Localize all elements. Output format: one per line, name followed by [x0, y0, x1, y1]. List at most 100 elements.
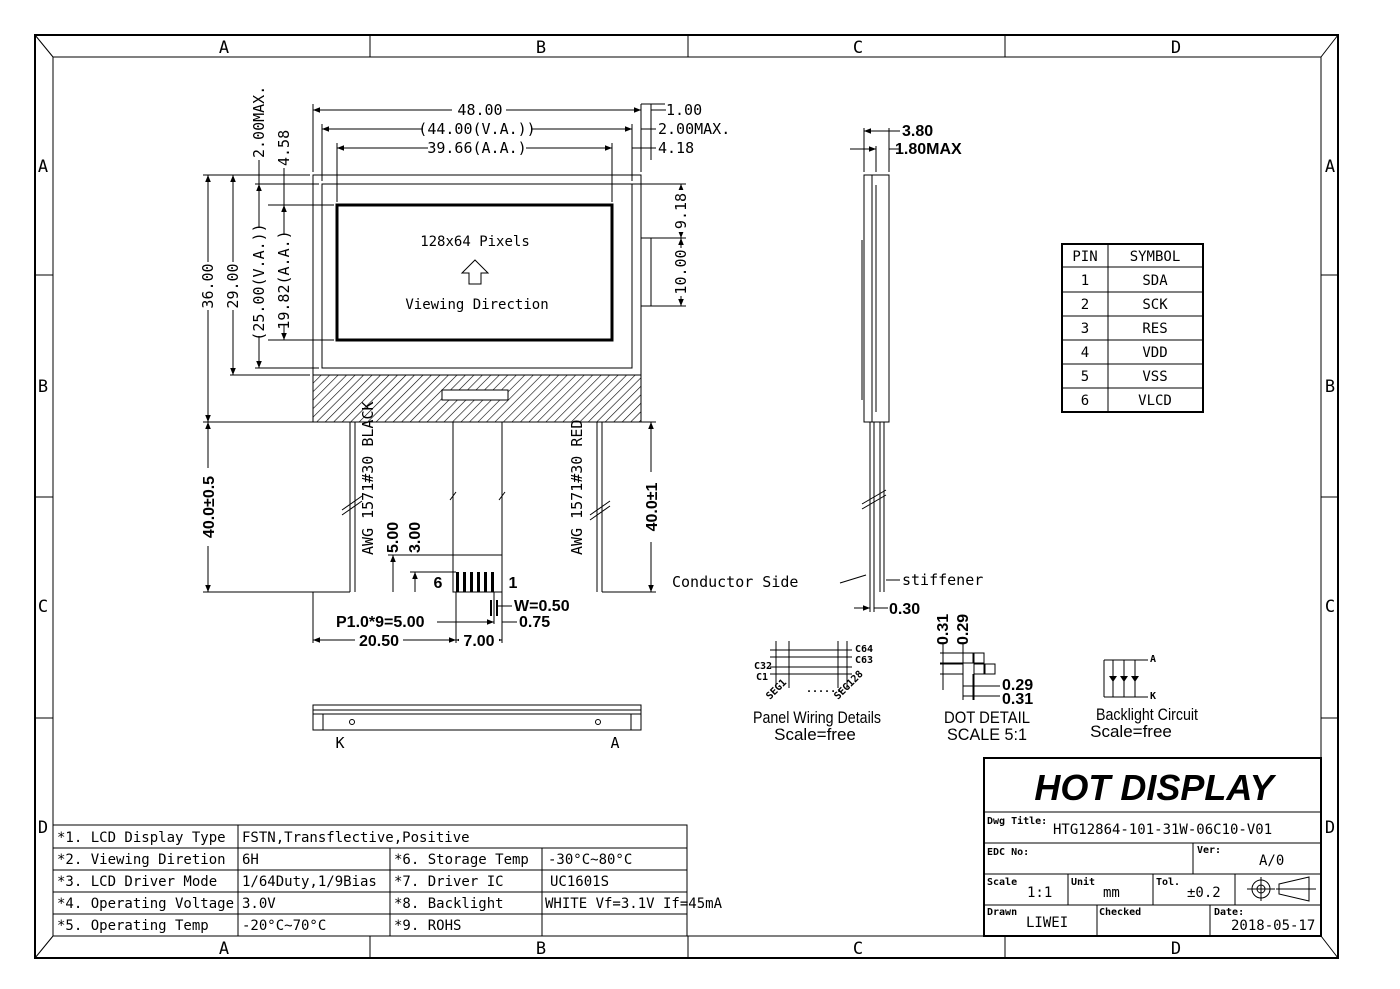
zone-col-b-top: B [536, 38, 546, 58]
symbol-header: SYMBOL [1130, 249, 1181, 265]
dwg-title-label: Dwg Title: [987, 815, 1047, 827]
side-tab [640, 237, 652, 307]
zone-col-c-bottom: C [853, 939, 863, 959]
dot-detail-title: DOT DETAIL [944, 708, 1030, 727]
spec-6-value: -30°C~80°C [548, 852, 632, 868]
spec-1-value: FSTN,Transflective,Positive [242, 830, 470, 846]
wire-red-label: AWG 1571#30 RED [568, 420, 586, 555]
pin-row-1-symbol: SDA [1142, 273, 1168, 289]
active-area [335, 203, 614, 342]
spec-3-value: 1/64Duty,1/9Bias [242, 874, 377, 890]
dim-fpc-500: 5.00 [385, 522, 402, 553]
dim-va-width: (44.00(V.A.)) [418, 120, 535, 138]
tol-value: ±0.2 [1187, 885, 1221, 901]
dim-wire-width: W=0.50 [514, 598, 570, 615]
c63-label: C63 [855, 655, 873, 666]
seg-dots: ...... [806, 684, 842, 695]
dim-right-1: 1.00 [666, 101, 702, 119]
wires-fpc: AWG 1571#30 BLACK AWG 1571#30 RED 40.0±0… [200, 401, 661, 650]
zone-row-a-right: A [1325, 157, 1335, 177]
dim-fpc-300: 3.00 [407, 522, 424, 553]
zone-row-d-right: D [1325, 818, 1335, 838]
spec-2-label: *2. Viewing Diretion [57, 852, 226, 868]
scale-value: 1:1 [1027, 885, 1052, 901]
wire-black-label: AWG 1571#30 BLACK [359, 401, 377, 555]
checked-label: Checked [1099, 907, 1141, 918]
unit-label: Unit [1071, 876, 1095, 888]
viewing-area [321, 183, 633, 369]
unit-value: mm [1103, 885, 1120, 901]
seg1-label: SEG1 [764, 677, 789, 702]
fpc-pins [456, 572, 494, 592]
zone-row-b-right: B [1325, 377, 1335, 397]
ver-value: A/0 [1259, 853, 1284, 869]
spec-4-value: 3.0V [242, 896, 276, 912]
zone-col-d-top: D [1171, 38, 1181, 58]
backlight-circuit: A K Backlight Circuit Scale=free [1090, 654, 1198, 741]
pin-table: PIN SYMBOL 1 SDA 2 SCK 3 RES 4 VDD 5 VSS… [1061, 243, 1204, 413]
viewing-direction-arrow-icon [460, 259, 490, 285]
zone-col-c-top: C [853, 38, 863, 58]
dim-2050: 20.50 [359, 633, 399, 650]
dim-top-2max: 2.00MAX. [250, 86, 268, 158]
zone-col-a-bottom: A [219, 939, 229, 959]
drawn-label: Drawn [987, 907, 1017, 918]
bottom-view: K A [312, 704, 642, 752]
company-name: HOT DISPLAY [1034, 767, 1276, 808]
backlight-anode-label: A [1150, 654, 1156, 665]
pin-row-4-pin: 4 [1081, 345, 1089, 361]
pin-row-2-pin: 2 [1081, 297, 1089, 313]
pin-row-6-symbol: VLCD [1138, 393, 1172, 409]
dim-height-29: 29.00 [224, 263, 242, 308]
pin-row-3-symbol: RES [1142, 321, 1167, 337]
dim-075: 0.75 [519, 614, 550, 631]
zone-row-b-left: B [38, 377, 48, 397]
dim-pitch: P1.0*9=5.00 [336, 614, 425, 631]
date-label: Date: [1214, 907, 1244, 918]
pin-row-5-symbol: VSS [1142, 369, 1167, 385]
dim-side-180max: 1.80MAX [895, 141, 962, 158]
drawn-value: LIWEI [1026, 915, 1068, 931]
dim-side-380: 3.80 [902, 123, 933, 140]
c1-label: C1 [756, 672, 768, 683]
backlight-scale: Scale=free [1090, 722, 1172, 741]
bottom-k-label: K [335, 734, 344, 752]
bottom-a-label: A [610, 734, 619, 752]
dim-va-height: (25.00(V.A.)) [250, 223, 268, 340]
panel-wiring-title: Panel Wiring Details [753, 708, 881, 727]
zone-col-b-bottom: B [536, 939, 546, 959]
spec-table: *1. LCD Display Type FSTN,Transflective,… [52, 824, 723, 937]
pin-row-3-pin: 3 [1081, 321, 1089, 337]
pin-row-2-symbol: SCK [1142, 297, 1168, 313]
zone-row-c-left: C [38, 597, 48, 617]
backlight-cathode-label: K [1150, 691, 1156, 702]
spec-8-label: *8. Backlight [394, 896, 504, 912]
scale-label: Scale [987, 877, 1017, 888]
title-block: HOT DISPLAY Dwg Title: HTG12864-101-31W-… [983, 757, 1322, 937]
spec-5-label: *5. Operating Temp [57, 918, 209, 934]
dim-right-918: 9.18 [672, 193, 690, 229]
screen-resolution-label: 128x64 Pixels [420, 234, 530, 250]
dim-wire-length-left: 40.0±0.5 [201, 476, 218, 538]
edc-label: EDC No: [987, 847, 1029, 858]
spec-8-value: WHITE Vf=3.1V If=45mA [545, 896, 723, 912]
spec-7-value: UC1601S [550, 874, 609, 890]
dwg-title-value: HTG12864-101-31W-06C10-V01 [1053, 822, 1272, 838]
front-view: 128x64 Pixels Viewing Direction 48.00 (4… [199, 86, 730, 423]
spec-5-value: -20°C~70°C [242, 918, 326, 934]
dot-h-029: 0.29 [1002, 677, 1033, 694]
dot-h-031: 0.31 [1002, 691, 1033, 708]
ver-label: Ver: [1197, 845, 1221, 856]
backlight-title: Backlight Circuit [1096, 705, 1198, 724]
dim-aa-width: 39.66(A.A.) [427, 139, 526, 157]
c64-label: C64 [855, 644, 873, 655]
spec-7-label: *7. Driver IC [394, 874, 504, 890]
conductor-side-label: Conductor Side [672, 573, 798, 591]
pin-row-6-pin: 6 [1081, 393, 1089, 409]
pin-6-label: 6 [434, 575, 443, 592]
panel-wiring-scale: Scale=free [774, 725, 856, 744]
c32-label: C32 [754, 661, 772, 672]
pin-row-1-pin: 1 [1081, 273, 1089, 289]
spec-2-value: 6H [242, 852, 259, 868]
